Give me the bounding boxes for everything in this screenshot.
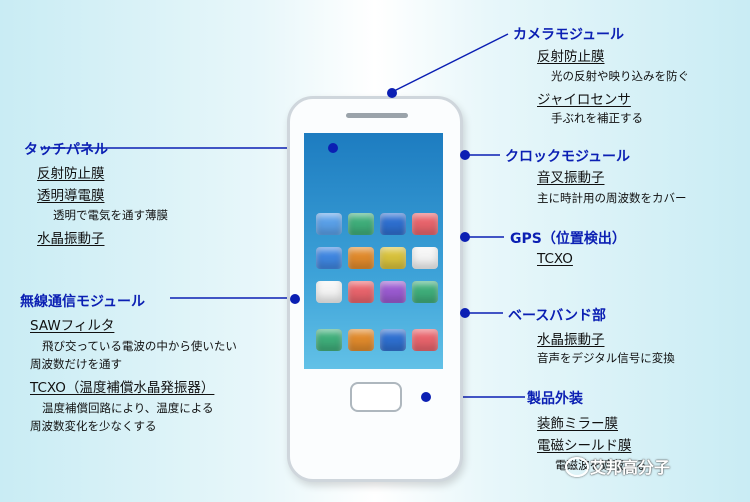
exterior-heading: 製品外装: [527, 391, 583, 407]
wireless-desc-saw-1: 飛び交っている電波の中から使いたい: [42, 339, 237, 353]
wireless-dot: [290, 294, 300, 304]
app-icon: [348, 329, 374, 351]
touch-desc-conductive-film: 透明で電気を通す薄膜: [53, 208, 168, 222]
touch-sub-crystal: 水晶振動子: [37, 231, 105, 247]
app-icon: [348, 247, 374, 269]
gps-sub-tcxo: TCXO: [537, 251, 573, 267]
baseband-sub-crystal: 水晶振動子: [537, 332, 605, 348]
app-icon: [380, 213, 406, 235]
app-icon: [380, 247, 406, 269]
wireless-sub-saw: SAWフィルタ: [30, 318, 115, 334]
app-icon: [412, 213, 438, 235]
app-icon: [316, 281, 342, 303]
wireless-desc-tcxo-2: 周波数変化を少なくする: [30, 419, 157, 433]
camera-desc-gyro: 手ぶれを補正する: [551, 111, 643, 125]
smartphone-illustration: [287, 96, 463, 482]
clock-sub-tuning-fork: 音叉振動子: [537, 170, 605, 186]
camera-connector: [391, 33, 509, 93]
home-button: [350, 382, 402, 412]
clock-dot: [460, 150, 470, 160]
clock-heading: クロックモジュール: [505, 149, 631, 165]
baseband-dot: [460, 308, 470, 318]
baseband-desc: 音声をデジタル信号に変換: [537, 351, 675, 365]
exterior-dot: [421, 392, 431, 402]
app-icon: [380, 329, 406, 351]
clock-desc: 主に時計用の周波数をカバー: [537, 191, 687, 205]
app-icon: [316, 247, 342, 269]
app-icon: [412, 281, 438, 303]
wireless-heading: 無線通信モジュール: [20, 294, 146, 310]
camera-sub-gyro: ジャイロセンサ: [537, 92, 631, 108]
camera-dot: [387, 88, 397, 98]
app-icon: [316, 213, 342, 235]
app-icon: [348, 281, 374, 303]
app-icon: [412, 329, 438, 351]
touch-dot: [328, 143, 338, 153]
baseband-heading: ベースバンド部: [508, 308, 606, 324]
touch-sub-anti-reflection: 反射防止膜: [37, 166, 105, 182]
watermark: 艾邦高分子: [590, 458, 671, 477]
camera-sub-anti-reflection: 反射防止膜: [537, 49, 605, 65]
exterior-sub-shield: 電磁シールド膜: [537, 438, 632, 454]
camera-desc-anti-reflection: 光の反射や映り込みを防ぐ: [551, 69, 689, 83]
wechat-icon: [565, 457, 589, 477]
gps-dot: [460, 232, 470, 242]
touch-heading: タッチパネル: [24, 142, 108, 158]
app-icon: [348, 213, 374, 235]
wireless-sub-tcxo: TCXO（温度補償水晶発振器）: [30, 380, 215, 396]
touch-sub-conductive-film: 透明導電膜: [37, 188, 105, 204]
phone-screen: [304, 133, 443, 369]
speaker-slot: [346, 113, 408, 118]
gps-heading: GPS（位置検出）: [510, 231, 626, 247]
app-icon: [412, 247, 438, 269]
exterior-sub-mirror: 装飾ミラー膜: [537, 416, 618, 432]
wireless-desc-tcxo-1: 温度補償回路により、温度による: [42, 401, 214, 415]
app-icon: [380, 281, 406, 303]
camera-heading: カメラモジュール: [513, 27, 625, 43]
app-icon: [316, 329, 342, 351]
wireless-desc-saw-2: 周波数だけを通す: [30, 357, 122, 371]
